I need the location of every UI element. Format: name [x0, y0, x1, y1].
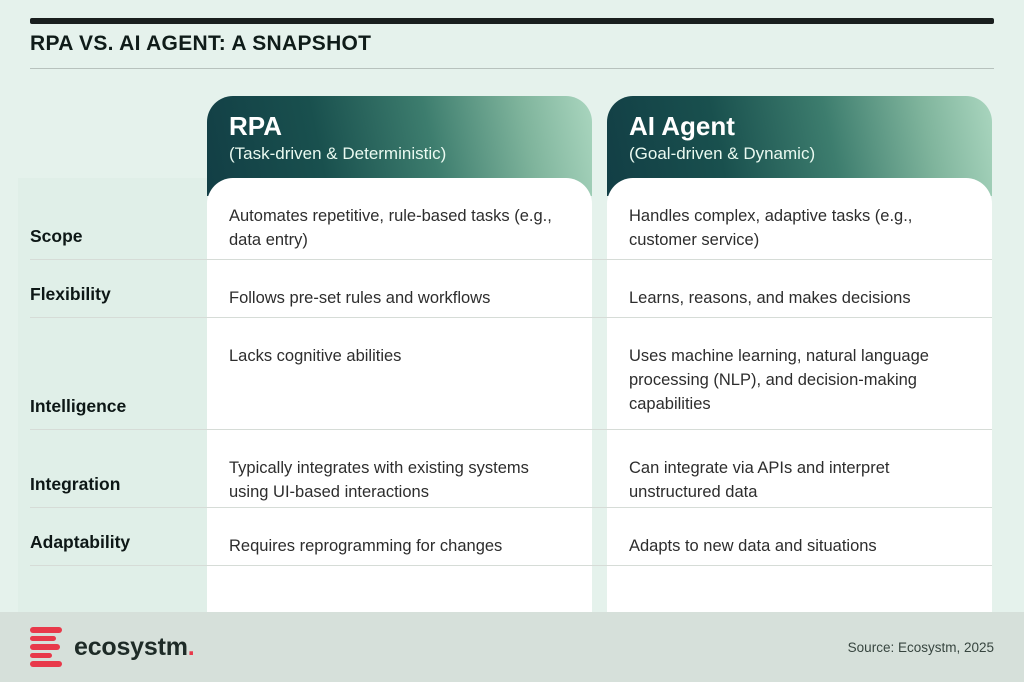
- column-title-rpa: RPA: [229, 111, 282, 141]
- cell-rpa-adaptability: Requires reprogramming for changes: [229, 537, 503, 555]
- source-attribution: Source: Ecosystm, 2025: [847, 639, 994, 655]
- cell-rpa-flexibility: Follows pre-set rules and workflows: [229, 289, 491, 307]
- column-subtitle-rpa: (Task-driven & Deterministic): [229, 143, 447, 163]
- cell-ai-integration: Can integrate via APIs and interpret uns…: [629, 459, 890, 501]
- table-row-flexibility: Flexibility Follows pre-set rules and wo…: [30, 260, 992, 318]
- row-label: Scope: [30, 226, 83, 246]
- cell-rpa-scope: Automates repetitive, rule-based tasks (…: [229, 207, 552, 249]
- brand-dot: .: [187, 632, 195, 661]
- row-label: Flexibility: [30, 284, 111, 304]
- row-label-panel: [18, 178, 207, 612]
- cell-ai-scope: Handles complex, adaptive tasks (e.g., c…: [629, 207, 913, 249]
- top-rule: [30, 18, 994, 24]
- cell-rpa-intelligence: Lacks cognitive abilities: [229, 347, 402, 365]
- table-row-intelligence: Intelligence Lacks cognitive abilities U…: [30, 318, 992, 430]
- column-subtitle-ai-agent: (Goal-driven & Dynamic): [629, 143, 816, 163]
- table-row-integration: Integration Typically integrates with ex…: [30, 430, 992, 508]
- comparison-table: Scope Automates repetitive, rule-based t…: [30, 178, 992, 566]
- table-row-adaptability: Adaptability Requires reprogramming for …: [30, 508, 992, 566]
- brand-text: ecosystm: [74, 632, 188, 661]
- rpa-column-body: [207, 178, 592, 612]
- cell-ai-adaptability: Adapts to new data and situations: [629, 537, 877, 555]
- column-title-ai-agent: AI Agent: [629, 111, 735, 141]
- cell-ai-intelligence: Uses machine learning, natural language …: [629, 347, 929, 413]
- ai-agent-column-body: [607, 178, 992, 612]
- table-row-scope: Scope Automates repetitive, rule-based t…: [30, 178, 992, 260]
- row-label: Intelligence: [30, 396, 127, 416]
- brand: ecosystm.: [30, 627, 195, 667]
- ecosystm-logo-icon: [30, 627, 62, 667]
- footer-band: ecosystm. Source: Ecosystm, 2025: [0, 612, 1024, 682]
- row-label: Integration: [30, 474, 121, 494]
- cell-ai-flexibility: Learns, reasons, and makes decisions: [629, 289, 911, 307]
- brand-name: ecosystm.: [74, 633, 195, 662]
- row-label: Adaptability: [30, 532, 131, 552]
- cell-rpa-integration: Typically integrates with existing syste…: [229, 459, 529, 501]
- title-divider: [30, 68, 994, 69]
- page-title: RPA VS. AI AGENT: A SNAPSHOT: [30, 32, 372, 55]
